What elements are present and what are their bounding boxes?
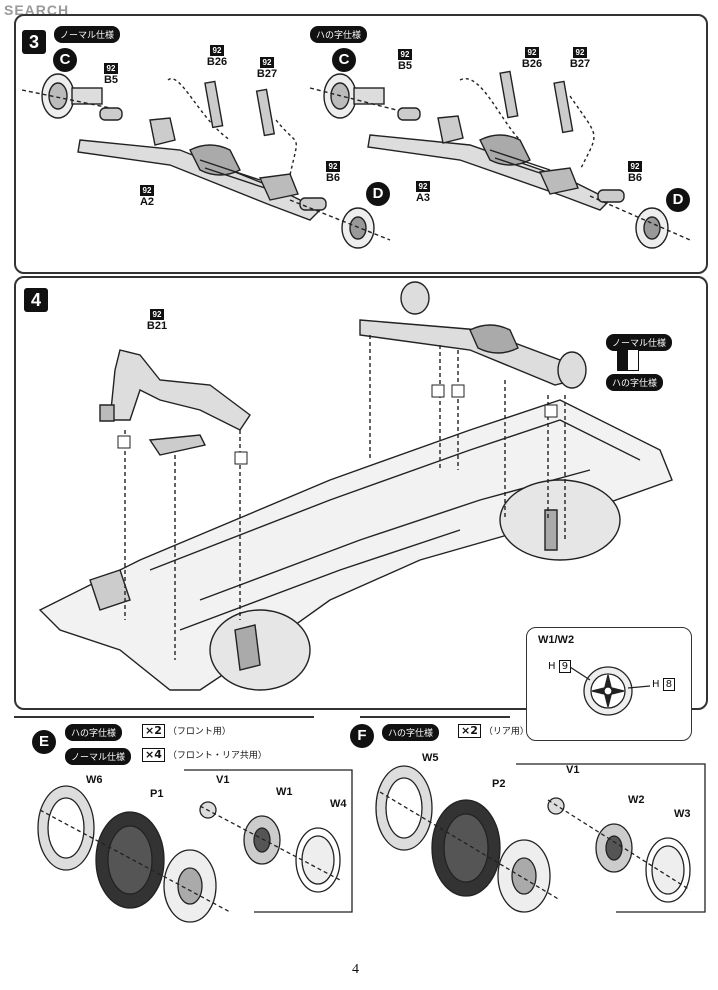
step-3-panel bbox=[14, 14, 708, 274]
part-label-p1: P1 bbox=[150, 788, 164, 800]
step-f-top-rule bbox=[360, 716, 510, 718]
step-e-wheel-group bbox=[37, 785, 341, 923]
hole-size-9-label: H 9 bbox=[548, 660, 572, 673]
part-label-w5: W5 bbox=[422, 752, 439, 764]
step-e-front-rear-note: （フロント・リア共用） bbox=[167, 751, 267, 761]
wheel-inset-title: W1/W2 bbox=[538, 634, 575, 646]
step-f-hachi-tag: ハの字仕様 bbox=[382, 724, 440, 741]
part-label-v1-f: V1 bbox=[566, 764, 580, 776]
step-e-normal-tag: ノーマル仕様 bbox=[65, 748, 132, 765]
part-label-w3: W3 bbox=[674, 808, 691, 820]
step-e-multiplier-2: ×2 bbox=[142, 724, 165, 738]
step-e-hachi-tag: ハの字仕様 bbox=[65, 724, 123, 741]
step-e-front-note: （フロント用） bbox=[167, 727, 231, 737]
step-4-number: 4 bbox=[24, 288, 48, 312]
step-f-rear-note: （リア用） bbox=[483, 727, 529, 737]
marker-d-right: D bbox=[666, 188, 690, 212]
step-3-hachi-tag: ハの字仕様 bbox=[310, 26, 368, 43]
step-4-panel bbox=[14, 276, 708, 710]
page-number: 4 bbox=[352, 962, 359, 977]
option-normal-tag: ノーマル仕様 bbox=[606, 334, 673, 351]
part-label-p2: P2 bbox=[492, 778, 506, 790]
part-label-w1: W1 bbox=[276, 786, 293, 798]
marker-d-left: D bbox=[366, 182, 390, 206]
step-f-row: ×2（リア用） bbox=[458, 724, 529, 738]
hole-size-8-label: H 8 bbox=[652, 678, 676, 691]
marker-c-right: C bbox=[332, 48, 356, 72]
part-label-w2: W2 bbox=[628, 794, 645, 806]
step-e-row2: ×4（フロント・リア共用） bbox=[142, 748, 267, 762]
marker-c-left: C bbox=[53, 48, 77, 72]
marker-f: F bbox=[350, 724, 374, 748]
part-label-w6: W6 bbox=[86, 774, 103, 786]
step-3-normal-tag: ノーマル仕様 bbox=[54, 26, 121, 43]
part-label-w4: W4 bbox=[330, 798, 347, 810]
step-e-row1: ×2（フロント用） bbox=[142, 724, 231, 738]
option-toggle-icon bbox=[617, 349, 639, 371]
marker-e: E bbox=[32, 730, 56, 754]
step-f-wheel-group bbox=[375, 765, 691, 913]
step-f-multiplier-2: ×2 bbox=[458, 724, 481, 738]
step-e-top-rule bbox=[14, 716, 314, 718]
part-label-v1-e: V1 bbox=[216, 774, 230, 786]
step-e-multiplier-4: ×4 bbox=[142, 748, 165, 762]
option-hachi-tag: ハの字仕様 bbox=[606, 374, 664, 391]
step-3-number: 3 bbox=[22, 30, 46, 54]
